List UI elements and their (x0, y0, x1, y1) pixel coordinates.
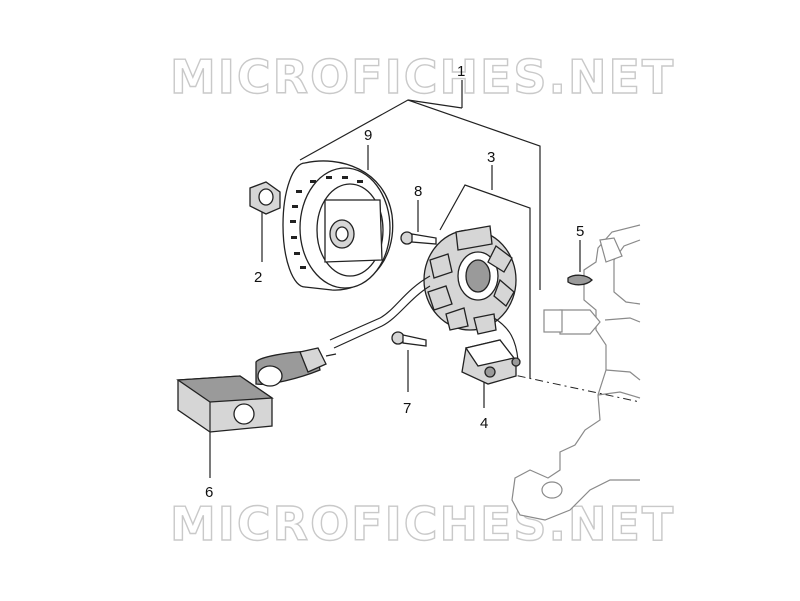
callout-9: 9 (364, 127, 372, 144)
callout-5: 5 (576, 223, 584, 240)
watermark-top: MICROFICHES.NET (170, 50, 675, 104)
watermark-bottom: MICROFICHES.NET (170, 497, 675, 551)
callout-1-bracket (299, 80, 541, 290)
callout-3: 3 (487, 149, 495, 166)
part-pickup (461, 339, 521, 385)
centerline (499, 371, 641, 403)
callout-1: 1 (457, 63, 465, 80)
callout-3-bracket (439, 165, 531, 378)
sensor-wire (493, 317, 519, 361)
callout-2: 2 (254, 269, 262, 286)
stator-wire-2 (333, 285, 431, 349)
part-connector-plug (255, 347, 337, 387)
callout-8: 8 (414, 183, 422, 200)
callout-6: 6 (205, 484, 213, 501)
part-key (567, 274, 593, 286)
part-screw-upper (400, 231, 437, 245)
callout-7: 7 (403, 400, 411, 417)
part-flywheel (282, 160, 394, 291)
part-stator (423, 225, 517, 335)
part-nut (249, 181, 281, 215)
part-screw-lower (391, 331, 427, 347)
engine-case (511, 224, 641, 521)
callout-4: 4 (480, 415, 488, 432)
part-connector-housing (176, 375, 274, 433)
stator-wire (329, 275, 431, 341)
